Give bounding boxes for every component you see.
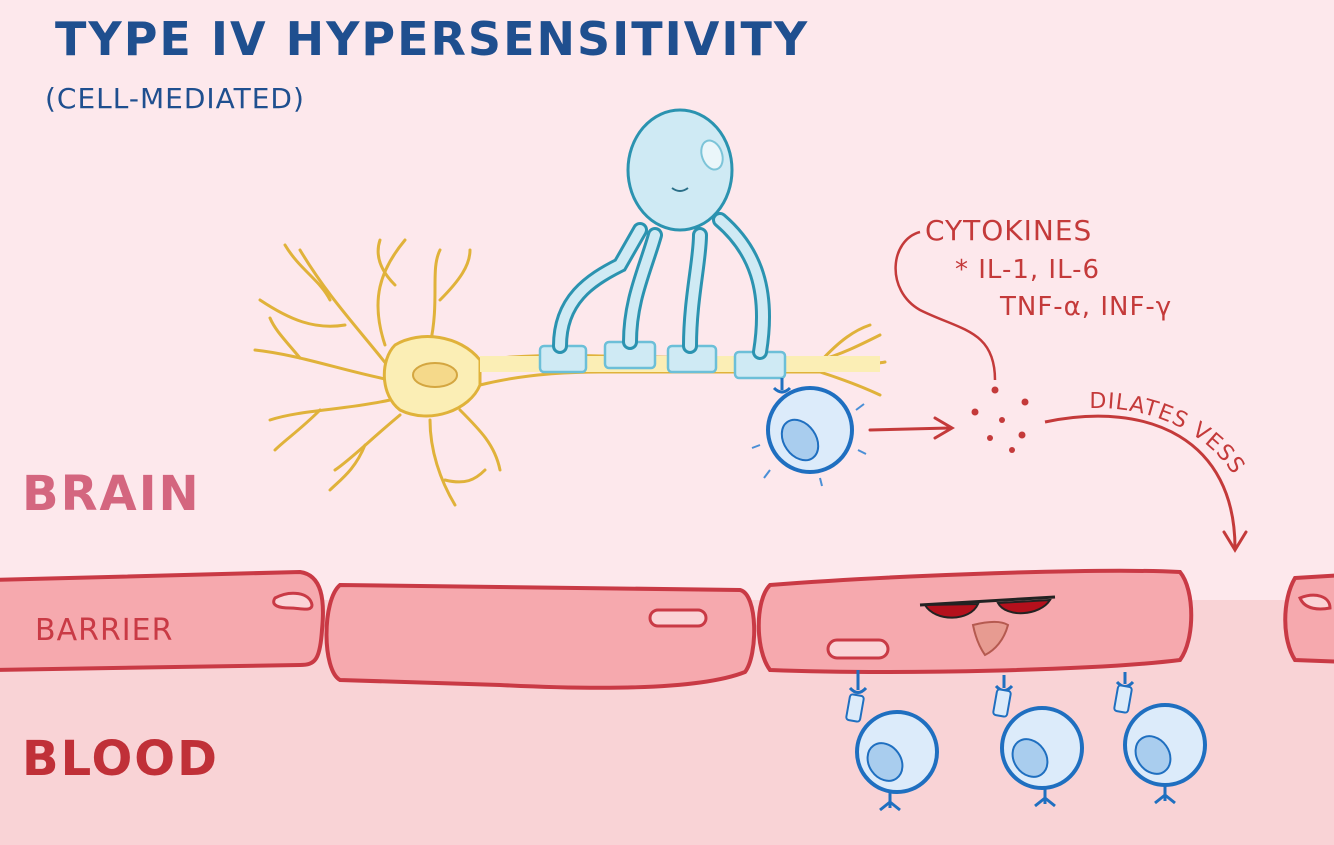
blood-t-cell-3 bbox=[1113, 672, 1207, 805]
blood-t-cell-1 bbox=[845, 670, 939, 812]
neuron-icon bbox=[253, 238, 887, 507]
neuron-nucleus bbox=[412, 362, 458, 388]
blood-label: BLOOD bbox=[22, 731, 219, 787]
cell-nuclei bbox=[272, 591, 1332, 660]
page-subtitle: (CELL-MEDIATED) bbox=[45, 82, 305, 115]
page-title: TYPE IV HYPERSENSITIVITY bbox=[55, 12, 809, 66]
sunglasses-icon bbox=[919, 595, 1056, 657]
arrow-icon bbox=[868, 416, 955, 440]
brain-label: BRAIN bbox=[22, 466, 201, 522]
blood-t-cell-2 bbox=[992, 675, 1084, 808]
brain-region bbox=[0, 0, 1334, 600]
barrier-label: BARRIER bbox=[35, 613, 173, 648]
cytokines-line2: TNF-α, INF-γ bbox=[999, 292, 1172, 322]
cytokines-line1: * IL-1, IL-6 bbox=[955, 255, 1100, 285]
t-cell-icon bbox=[845, 670, 1207, 812]
oligodendrocyte-icon bbox=[552, 108, 771, 360]
nose-icon bbox=[971, 621, 1010, 657]
dilates-arrow bbox=[1044, 414, 1237, 549]
cytokine-callout-line bbox=[894, 230, 997, 381]
dilates-arrowhead bbox=[1222, 530, 1248, 553]
t-cell-icon bbox=[751, 378, 867, 487]
cytokines-heading: CYTOKINES bbox=[925, 214, 1092, 247]
cytokine-dots bbox=[971, 386, 1029, 453]
